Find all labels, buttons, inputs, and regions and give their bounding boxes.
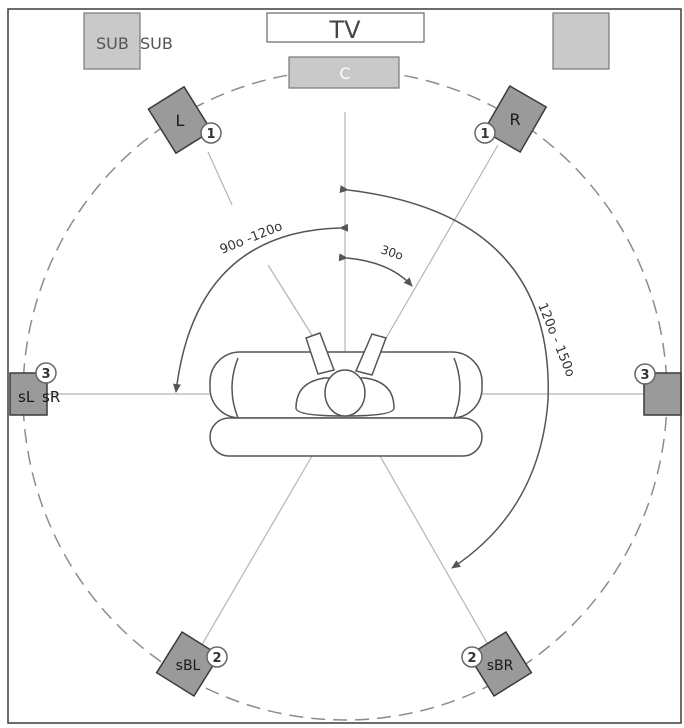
center-speaker-label: C — [339, 64, 350, 83]
back-left-badge-circle — [206, 646, 228, 668]
back-right-speaker: sBR — [467, 630, 533, 698]
surround-right-label: sR — [42, 388, 60, 406]
back-right-badge: 2 — [467, 651, 476, 666]
front-right-label: R — [509, 110, 520, 129]
angle-arcs — [172, 185, 549, 569]
subwoofer-right-label: SUB — [140, 34, 173, 53]
back-left-speaker: sBL — [155, 630, 221, 698]
surround-angle-arc — [172, 223, 349, 393]
back-left-badge: 2 — [212, 651, 221, 666]
surround-left-badge-circle — [35, 362, 57, 384]
back-angle-arc — [339, 185, 549, 569]
subwoofer-right — [552, 12, 610, 70]
sofa-seat — [209, 417, 483, 457]
surround-left-label: sL — [18, 388, 35, 406]
tv-box — [266, 12, 425, 43]
back-right-badge-circle — [461, 646, 483, 668]
back-left-guide-line — [199, 455, 313, 649]
listener-right-arm — [354, 333, 387, 376]
surround-left-badge: 3 — [41, 367, 50, 382]
front-right-badge-circle — [474, 122, 496, 144]
front-angle-label: 30o — [379, 243, 405, 263]
back-left-label: sBL — [176, 658, 201, 674]
listener-left-arm — [305, 332, 335, 375]
subwoofer-left-label: SUB — [96, 34, 129, 53]
front-right-badge: 1 — [480, 127, 489, 142]
sofa — [209, 351, 483, 457]
surround-right-badge: 3 — [640, 368, 649, 383]
tv-label: TV — [328, 16, 361, 44]
front-right-speaker: R — [482, 84, 548, 154]
front-left-badge-circle — [200, 122, 222, 144]
front-left-badge: 1 — [206, 127, 215, 142]
back-right-label: sBR — [487, 658, 514, 674]
front-left-guide-line — [207, 151, 233, 206]
subwoofer-left — [83, 12, 141, 70]
sofa-left-arm — [231, 357, 239, 419]
surround-right-badge-circle — [634, 363, 656, 385]
front-left-label: L — [176, 111, 185, 130]
front-left-speaker: L — [147, 85, 213, 155]
center-speaker — [288, 56, 400, 89]
listener-head — [324, 369, 366, 417]
sofa-right-arm — [453, 357, 461, 419]
listener — [295, 332, 395, 417]
